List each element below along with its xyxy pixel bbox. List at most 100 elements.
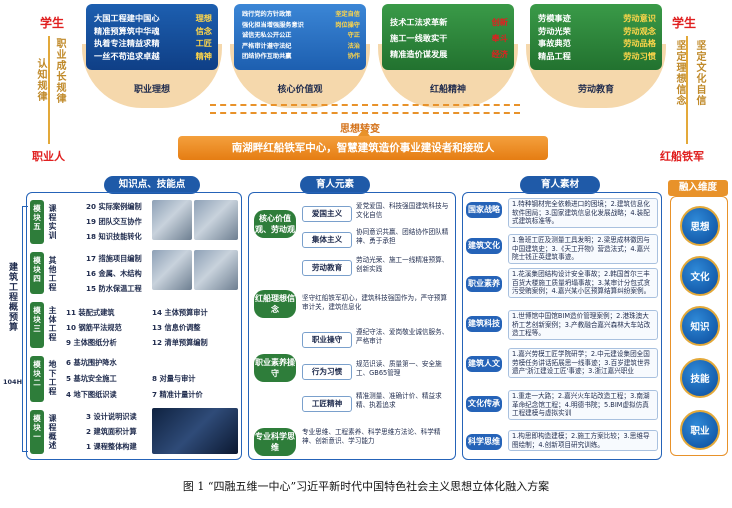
module-1-tag: 模块一 — [30, 410, 44, 454]
element-text-ethics: 遵纪守法、爱岗敬业诚信服务、严格审计 — [356, 328, 449, 345]
dimension-knowledge: 知识 — [680, 306, 720, 346]
material-text-2: 1.鲁班工匠及测量工具发明；2.梁思成林徽因与中国建筑史；3.《天工开物》营造法… — [508, 234, 658, 264]
element-text-patriotism: 爱党爱国、科技强国建筑科技与文化自信 — [356, 202, 449, 219]
module-5-photo-1 — [152, 200, 192, 240]
module-4-photo-2 — [194, 250, 238, 290]
bracket-line — [22, 206, 28, 452]
material-pill-3: 职业素养 — [466, 276, 502, 292]
dashed-line-lower — [210, 112, 520, 114]
module-1-item-3: 1 课程整体构建 — [86, 442, 137, 451]
material-pill-5: 建筑人文 — [466, 356, 502, 372]
element-pill-professional: 职业素养操守 — [254, 354, 296, 382]
dashed-line-upper — [210, 104, 520, 106]
right-bottom-label: 红船铁军 — [660, 150, 704, 163]
material-pill-4: 建筑科技 — [466, 316, 502, 332]
module-2-item-2: 5 基坑安全施工 — [66, 374, 117, 383]
module-3-label: 主体工程 — [48, 306, 57, 342]
element-text-craftsman: 精准测量、准确计价、精益求精、执着追求 — [356, 392, 442, 409]
header-elements: 育人元素 — [300, 176, 370, 194]
module-4-item-1: 17 措施项目编制 — [86, 254, 142, 263]
elements-column — [248, 192, 456, 460]
module-1-item-2: 2 建筑面积计算 — [86, 427, 137, 436]
center-banner-text: 南湖畔红船铁军中心，智慧建筑造价事业建设者和接班人 — [231, 142, 495, 154]
dimension-thought: 思想 — [680, 206, 720, 246]
right-down-arrow — [686, 36, 688, 144]
module-1-item-1: 3 设计说明识读 — [86, 412, 137, 421]
material-pill-1: 国家战略 — [466, 202, 502, 218]
element-key-ethics: 职业操守 — [302, 332, 352, 348]
material-text-1: 1.特种钢材完全依赖进口的困境；2.建筑信息化软件困局；3.国家建筑信息化发展战… — [508, 198, 658, 228]
arch-4-label: 劳动教育 — [577, 85, 614, 95]
element-key-collectivism: 集体主义 — [302, 232, 352, 248]
module-4-item-2: 16 金属、木结构 — [86, 269, 142, 278]
module-5-item-2: 19 团队交互协作 — [86, 217, 142, 226]
dimension-culture: 文化 — [680, 256, 720, 296]
material-pill-7: 科学思维 — [466, 434, 502, 450]
course-title: 建筑工程概预算 — [7, 262, 17, 332]
dimension-career: 职业 — [680, 410, 720, 450]
element-text-science: 专业思维、工程素养、科学思维方法论、科学精神、创新意识、学习能力 — [302, 428, 441, 445]
dimension-skill: 技能 — [680, 358, 720, 398]
figure-caption: 图 1 “四融五维一中心”习近平新时代中国特色社会主义思想立体化融入方案 — [182, 480, 550, 493]
left-up-arrow — [48, 36, 50, 144]
module-3-tag: 模块三 — [30, 302, 44, 348]
element-key-craftsman: 工匠精神 — [302, 396, 352, 412]
material-text-4: 1.世博馆中国馆BIM造价管理案例；2.港珠澳大桥工艺创新案例；3.产教融合嘉兴… — [508, 310, 658, 340]
top-box-red-boat: 技术工法求革新创新 施工一线敢实干奉斗 精准造价谋发展经济 — [382, 4, 514, 70]
right-side-label-2: 坚定文化自信 — [694, 40, 705, 106]
module-2-item-5: 7 精准计量计价 — [152, 390, 203, 399]
knowledge-column — [26, 192, 242, 460]
module-5-item-1: 20 实际案例编制 — [86, 202, 142, 211]
module-4-photo-1 — [152, 250, 192, 290]
element-key-habits: 行为习惯 — [302, 364, 352, 380]
dimension-column — [670, 196, 728, 456]
header-dimension: 融入维度 — [668, 180, 728, 196]
element-text-red-boat: 坚守红船铁军初心，建筑科技强国作为，严守预算审计关，建筑信息化 — [302, 294, 448, 311]
module-4-item-3: 15 防水保温工程 — [86, 284, 142, 293]
module-2-label: 地下工程 — [48, 360, 57, 396]
module-3-item-6: 12 清单预算编制 — [152, 338, 208, 347]
element-key-patriotism: 爱国主义 — [302, 206, 352, 222]
module-3-item-1: 11 装配式建筑 — [66, 308, 115, 317]
course-hours: 104H — [3, 378, 23, 386]
right-top-label: 学生 — [672, 16, 697, 30]
material-text-7: 1.构思即构造建模；2.施工方案比较；3.思维导图绘制；4.创新项目研究训练。 — [508, 430, 658, 452]
header-knowledge: 知识点、技能点 — [104, 176, 200, 194]
left-side-label-2: 职业成长规律 — [54, 38, 65, 104]
material-text-6: 1.重走一大路；2.嘉兴火车站改造工程；3.南湖革命纪念馆工程；4.明德书院；5… — [508, 390, 658, 420]
element-text-habits: 规范识读、质量第一、安全施工、GB65管理 — [356, 360, 442, 377]
element-text-collectivism: 协同意识共赢、团结协作团队精神、勇于承担 — [356, 228, 449, 245]
top-box-labor: 劳模事迹劳动意识 劳动光荣劳动观念 事故典范劳动品格 精品工程劳动习惯 — [530, 4, 662, 70]
element-pill-red-boat: 红船理想信念 — [254, 290, 296, 318]
left-top-label: 学生 — [40, 16, 65, 30]
top-box-core-values: 践行党的方针政策坚定自信 强化担当增强服务意识岗位操守 诚信无私公开公正守正 严… — [234, 4, 366, 70]
module-2-item-3: 4 地下图纸识读 — [66, 390, 117, 399]
arch-1-label: 职业理想 — [133, 85, 170, 95]
element-pill-core-values: 核心价值观、劳动观 — [254, 210, 296, 238]
arch-3-label: 红船精神 — [429, 85, 466, 95]
module-1-label: 课程概述 — [48, 414, 57, 450]
material-text-5: 1.嘉兴劳模工匠学院研学；2.中元建设集团全国劳模任务讲话拓展思一线事迹；3.百… — [508, 348, 658, 378]
material-text-3: 1.花溪集团结构设计安全事故；2.韩国首尔三丰百货大楼施工质量坍塌事故；3.某审… — [508, 268, 658, 298]
module-2-item-1: 6 基坑围护降水 — [66, 358, 117, 367]
element-text-labor: 劳动光荣、施工一线精准预算、创新实践 — [356, 256, 449, 273]
element-key-labor: 劳动教育 — [302, 260, 352, 276]
top-box-career-ideal: 大国工程建中国心理想 精准预算筑中华魂信念 执着专注精益求精工匠 一丝不苟追求卓… — [86, 4, 218, 70]
module-5-item-3: 18 知识技能转化 — [86, 232, 142, 241]
module-2-tag: 模块二 — [30, 356, 44, 402]
module-4-label: 其他工程 — [48, 256, 57, 292]
module-1-photo — [152, 408, 238, 454]
materials-column — [462, 192, 662, 460]
module-3-item-4: 14 主体预算审计 — [152, 308, 208, 317]
module-5-photo-2 — [194, 200, 238, 240]
element-pill-science: 专业科学思维 — [254, 428, 296, 456]
right-side-label-1: 坚定理想信念 — [674, 40, 685, 106]
center-banner: 南湖畔红船铁军中心，智慧建筑造价事业建设者和接班人 — [178, 136, 548, 160]
left-side-label-1: 认知规律 — [35, 58, 46, 102]
module-2-item-4: 8 对量与审计 — [152, 374, 196, 383]
arch-2-label: 核心价值观 — [277, 85, 323, 95]
module-3-item-3: 9 主体图纸分析 — [66, 338, 117, 347]
left-bottom-label: 职业人 — [32, 150, 65, 163]
module-5-label: 课程实训 — [48, 204, 57, 240]
module-3-item-2: 10 钢筋平法规范 — [66, 323, 122, 332]
